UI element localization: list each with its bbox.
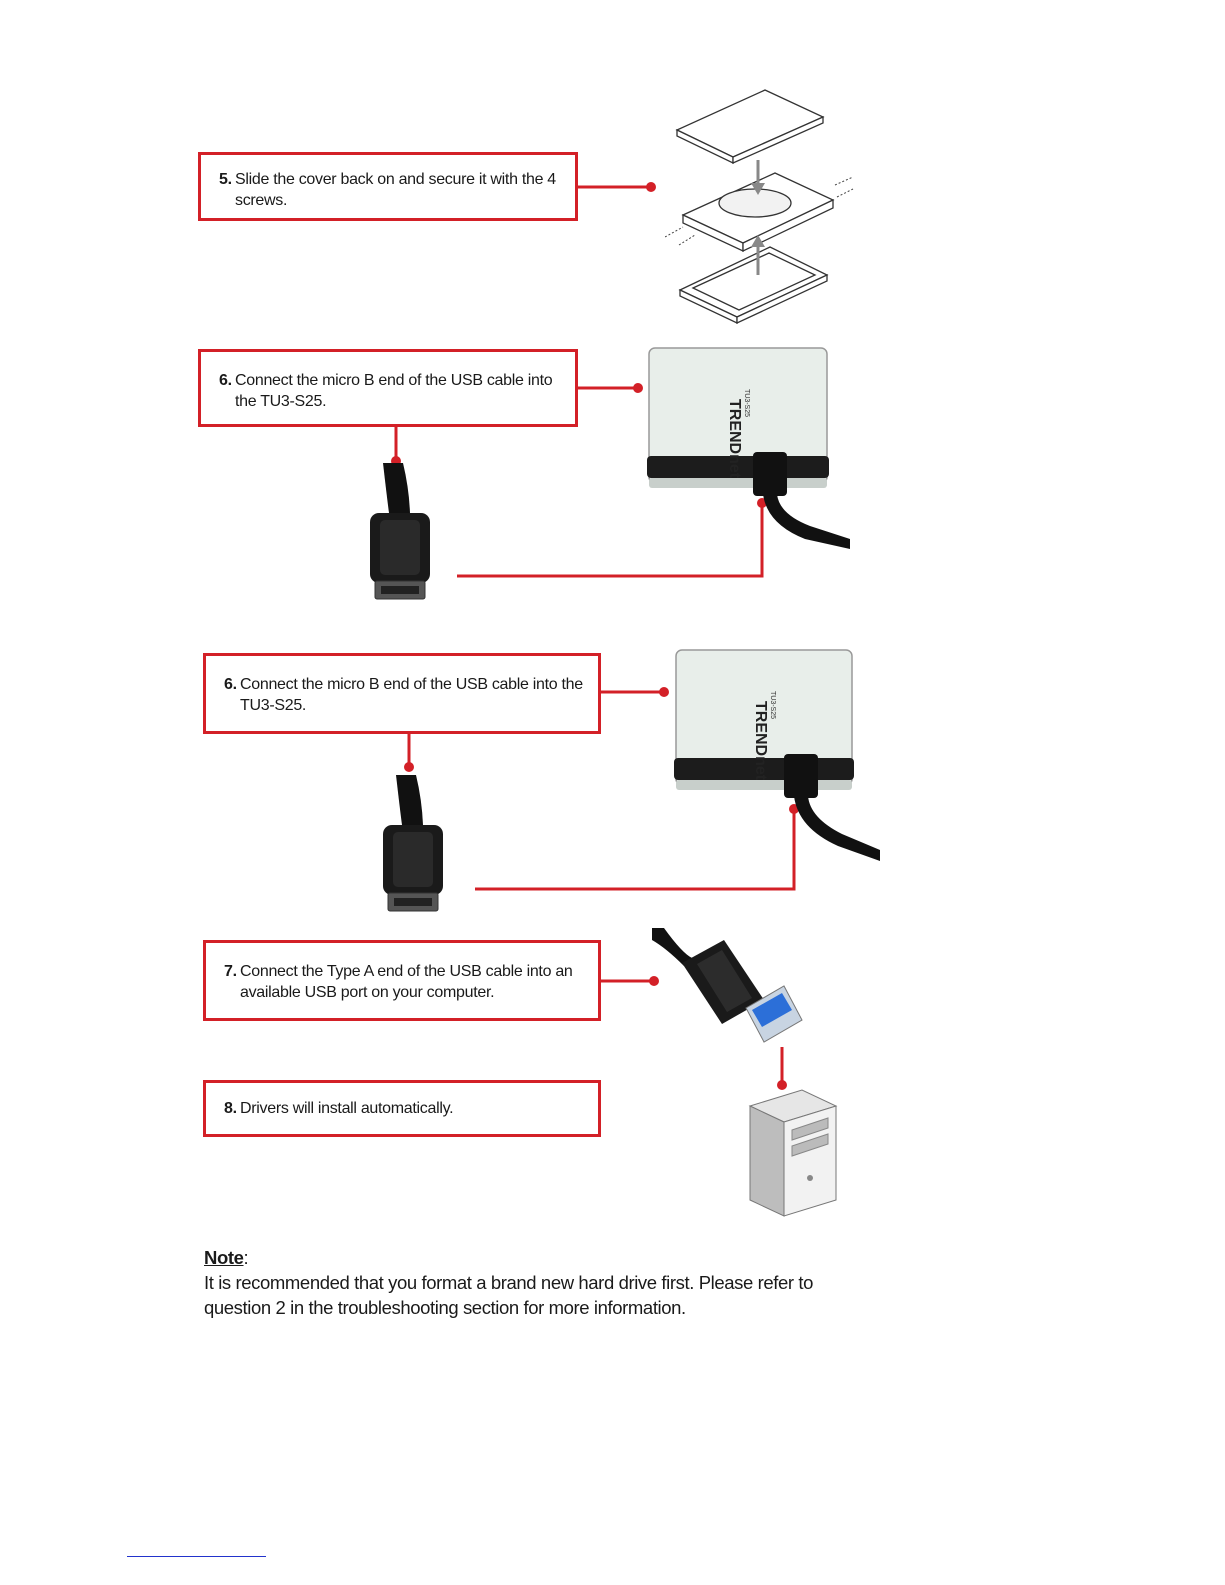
step-5-box: 5.Slide the cover back on and secure it … <box>198 152 578 221</box>
note-section: Note: It is recommended that you format … <box>204 1245 854 1320</box>
footer-link-underline <box>127 1556 266 1557</box>
step-text: Slide the cover back on and secure it wi… <box>235 171 556 209</box>
note-heading: Note <box>204 1247 244 1268</box>
enclosure-assembly-diagram <box>665 89 854 325</box>
model-text: TU3-S25 <box>769 691 776 719</box>
step-number: 7. <box>224 963 237 980</box>
step-number: 6. <box>219 372 232 389</box>
step-number: 6. <box>224 676 237 693</box>
step-text: Connect the micro B end of the USB cable… <box>235 372 553 410</box>
step-text: Connect the Type A end of the USB cable … <box>240 963 573 1001</box>
brand-logo-text: TRENDnet <box>752 701 769 781</box>
micro-b-connector <box>370 463 430 600</box>
step-text: Connect the micro B end of the USB cable… <box>240 676 583 714</box>
enclosure-micro-b-photo-repeat: TRENDnet TU3-S25 <box>674 649 880 861</box>
step-number: 8. <box>224 1100 237 1117</box>
brand-logo-text: TRENDnet <box>726 399 743 479</box>
step-6-box: 6.Connect the micro B end of the USB cab… <box>198 349 578 427</box>
step-7-box: 7.Connect the Type A end of the USB cabl… <box>203 940 601 1021</box>
note-body: It is recommended that you format a bran… <box>204 1272 814 1318</box>
step-number: 5. <box>219 171 232 188</box>
step-text: Drivers will install automatically. <box>240 1100 454 1117</box>
enclosure-micro-b-photo: TRENDnet TU3-S25 <box>647 347 850 549</box>
note-heading-colon: : <box>243 1247 249 1268</box>
desktop-computer-tower <box>748 1089 838 1217</box>
step-6-box-repeat: 6.Connect the micro B end of the USB cab… <box>203 653 601 734</box>
step-8-box: 8.Drivers will install automatically. <box>203 1080 601 1137</box>
usb-type-a-plug <box>652 928 803 1043</box>
model-text: TU3-S25 <box>743 389 750 417</box>
micro-b-connector <box>383 775 443 912</box>
